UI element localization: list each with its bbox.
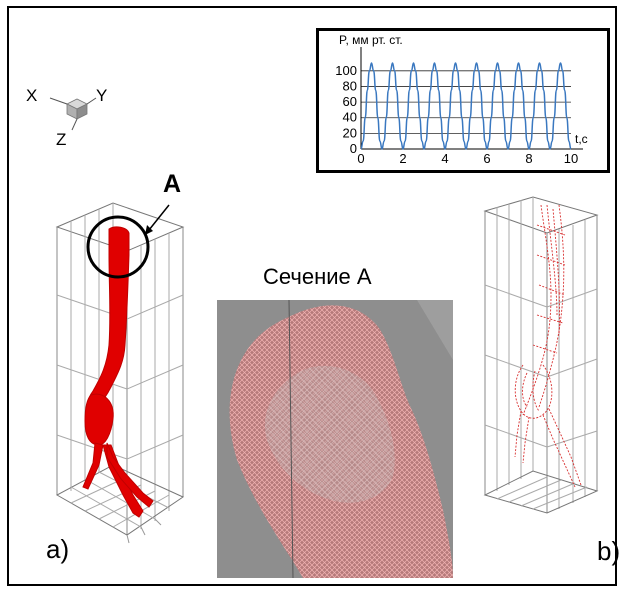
z-axis-label: Z (56, 130, 67, 149)
vessel-wireframe (514, 204, 582, 488)
callout-circle (86, 215, 150, 279)
y-tick-label: 60 (343, 94, 357, 109)
y-tick-label: 100 (335, 63, 357, 78)
panel-a-label: a) (46, 534, 70, 564)
y-tick-label: 0 (350, 141, 357, 156)
x-tick-label: 10 (564, 151, 578, 166)
x-tick-label: 0 (357, 151, 364, 166)
panel-b-box (483, 196, 599, 514)
section-title: Сечение А (263, 264, 372, 289)
panel-b-label: b) (597, 536, 621, 566)
x-tick-label: 8 (525, 151, 532, 166)
x-tick-label: 2 (399, 151, 406, 166)
y-axis-label: Y (96, 86, 108, 105)
y-tick-label: 80 (343, 78, 357, 93)
y-axis-title: P, мм рт. ст. (339, 33, 403, 47)
x-axis-label: X (26, 86, 38, 105)
callout-label: A (163, 170, 182, 198)
section-image (217, 300, 453, 578)
vessel-solid (82, 226, 154, 518)
axis-triad (49, 97, 97, 131)
y-tick-label: 20 (343, 125, 357, 140)
panel-a-box (55, 202, 185, 544)
x-tick-label: 4 (441, 151, 448, 166)
y-tick-label: 40 (343, 110, 357, 125)
x-tick-label: 6 (483, 151, 490, 166)
pressure-series-line (360, 62, 572, 150)
x-axis-title: t,c (575, 132, 588, 146)
